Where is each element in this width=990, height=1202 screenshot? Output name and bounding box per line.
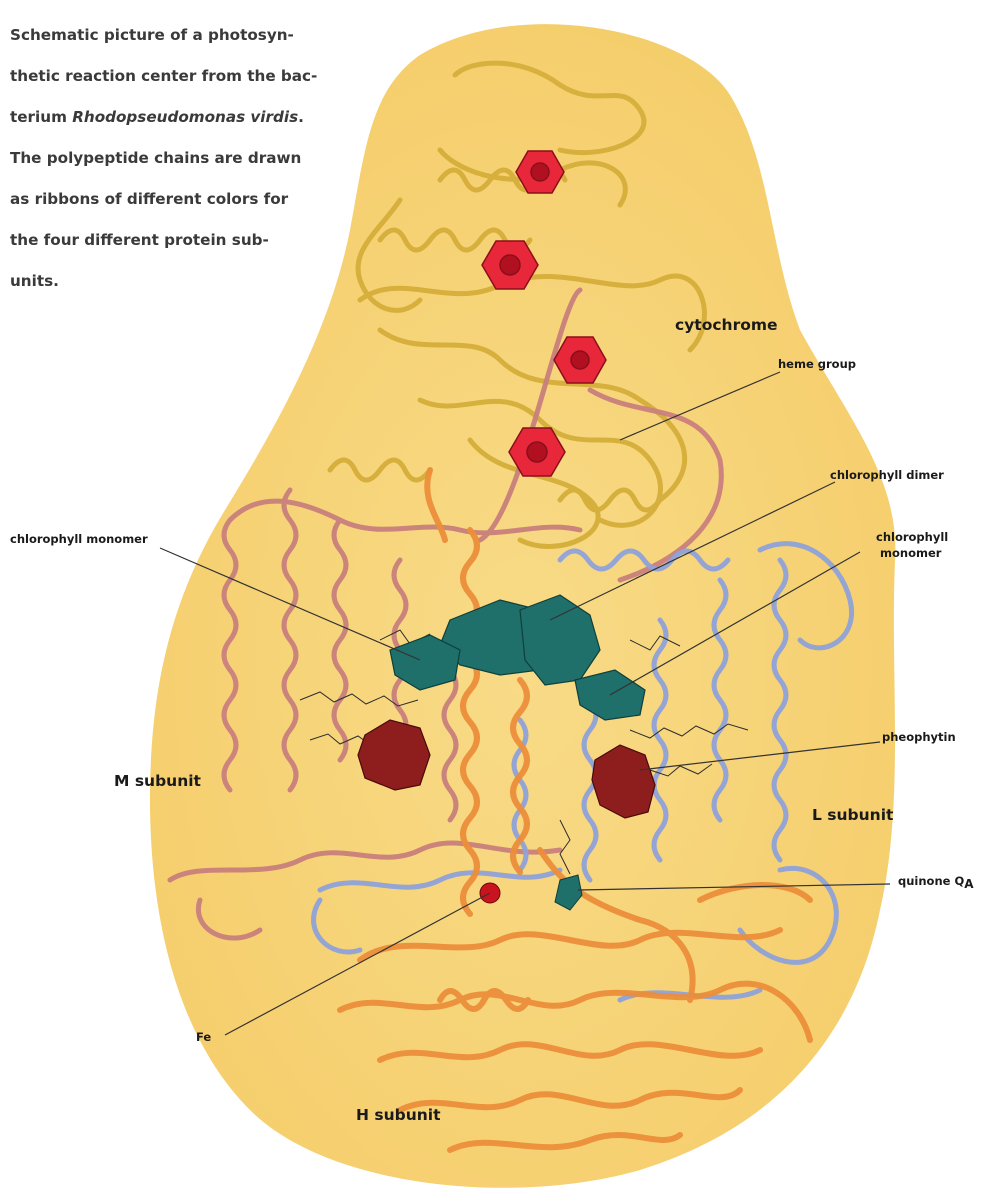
label-chlorophyll-monomer-left: chlorophyll monomer — [10, 532, 148, 546]
caption-line: Schematic picture of a photosyn- — [10, 25, 378, 46]
caption-line: The polypeptide chains are drawn — [10, 148, 378, 169]
label-quinone: quinone QA — [898, 874, 974, 888]
label-h-subunit: H subunit — [356, 1106, 441, 1124]
label-heme-group: heme group — [778, 357, 856, 371]
caption-text: terium — [10, 108, 72, 126]
label-fe: Fe — [196, 1030, 211, 1044]
label-chlorophyll-monomer-right-line2: monomer — [880, 546, 941, 560]
caption-line: units. — [10, 271, 378, 292]
label-m-subunit: M subunit — [114, 772, 201, 790]
label-pheophytin: pheophytin — [882, 730, 956, 744]
caption-text: . — [298, 108, 304, 126]
figure-caption: Schematic picture of a photosyn- thetic … — [10, 4, 378, 312]
caption-line: as ribbons of different colors for — [10, 189, 378, 210]
caption-line: the four different protein sub- — [10, 230, 378, 251]
species-name: Rhodopseudomonas virdis — [72, 108, 298, 126]
label-quinone-text: quinone Q — [898, 874, 964, 888]
label-quinone-subscript: A — [964, 877, 973, 891]
caption-line: terium Rhodopseudomonas virdis. — [10, 107, 378, 128]
label-chlorophyll-monomer-right-line1: chlorophyll — [876, 530, 948, 544]
caption-line: thetic reaction center from the bac- — [10, 66, 378, 87]
label-l-subunit: L subunit — [812, 806, 893, 824]
label-cytochrome: cytochrome — [675, 316, 778, 334]
label-chlorophyll-dimer: chlorophyll dimer — [830, 468, 944, 482]
